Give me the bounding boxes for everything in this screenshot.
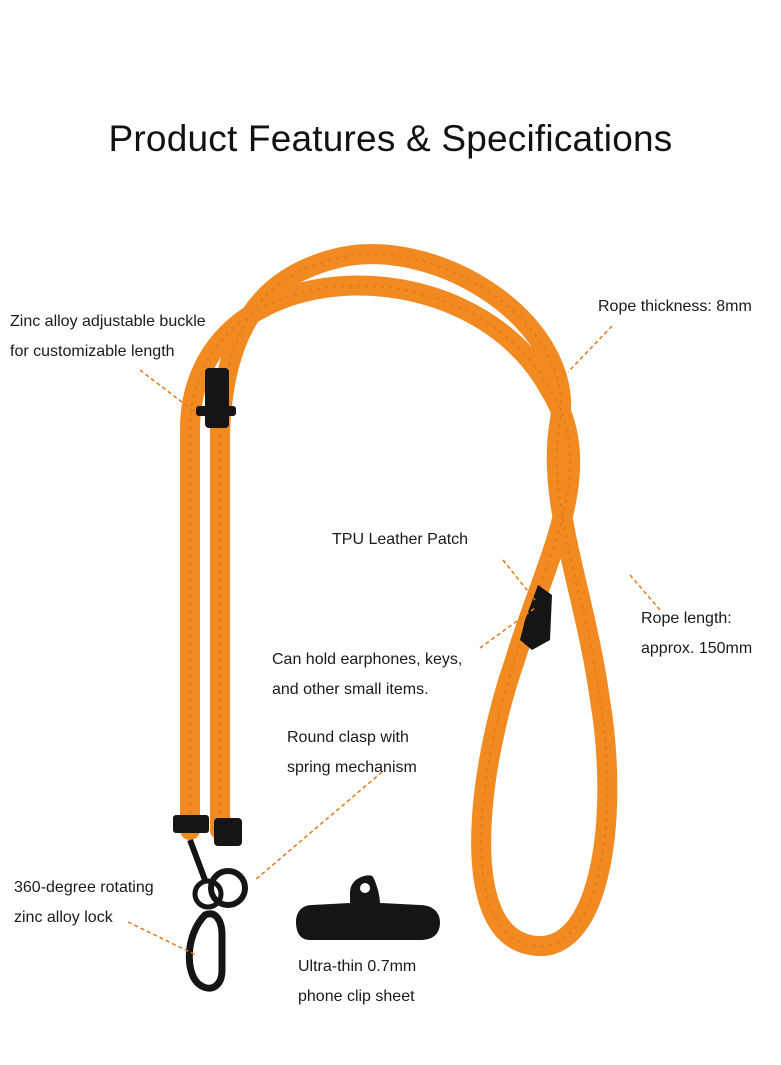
tpu-leather-patch (520, 585, 552, 650)
buckle-band (196, 406, 236, 416)
page-title: Product Features & Specifications (108, 118, 673, 159)
split-ring (192, 878, 224, 910)
label-patch-line1: TPU Leather Patch (332, 531, 469, 548)
end-cap-left (173, 815, 209, 833)
label-patch: TPU Leather Patch (332, 525, 468, 555)
leader-holds (479, 607, 536, 649)
label-lock: 360-degree rotating zinc alloy lock (14, 873, 154, 933)
label-clip-line2: phone clip sheet (298, 988, 415, 1005)
label-lock-line1: 360-degree rotating (14, 879, 154, 896)
rope-outer-shadow (189, 253, 609, 948)
leader-lines (127, 325, 661, 956)
label-length-line2: approx. 150mm (641, 640, 753, 657)
label-holds-line2: and other small items. (272, 681, 429, 698)
leader-buckle (139, 369, 196, 413)
end-cap-right (214, 818, 242, 846)
label-length: Rope length: approx. 150mm (641, 604, 752, 664)
label-lock-line2: zinc alloy lock (14, 909, 113, 926)
leader-clasp (254, 771, 383, 881)
phone-clip-sheet (296, 875, 440, 940)
leader-thickness (567, 325, 613, 373)
label-buckle-line2: for customizable length (10, 343, 175, 360)
rotating-lock (185, 910, 226, 992)
label-buckle: Zinc alloy adjustable buckle for customi… (10, 307, 206, 367)
leader-patch (502, 559, 536, 601)
label-clasp-line1: Round clasp with (287, 729, 409, 746)
label-clip: Ultra-thin 0.7mm phone clip sheet (298, 952, 416, 1012)
swivel-link (187, 838, 208, 882)
label-holds: Can hold earphones, keys, and other smal… (272, 645, 462, 705)
label-thickness-line1: Rope thickness: 8mm (598, 298, 752, 315)
round-clasp-ring (208, 868, 248, 908)
label-holds-line1: Can hold earphones, keys, (272, 651, 463, 668)
leader-length (629, 574, 661, 611)
adjustable-buckle (205, 368, 229, 428)
label-buckle-line1: Zinc alloy adjustable buckle (10, 313, 206, 330)
label-clip-line1: Ultra-thin 0.7mm (298, 958, 417, 975)
label-length-line1: Rope length: (641, 610, 732, 627)
label-thickness: Rope thickness: 8mm (598, 292, 752, 322)
label-clasp: Round clasp with spring mechanism (287, 723, 417, 783)
clip-sheet-hole (360, 883, 370, 893)
leader-lock (127, 921, 197, 956)
label-clasp-line2: spring mechanism (287, 759, 417, 776)
